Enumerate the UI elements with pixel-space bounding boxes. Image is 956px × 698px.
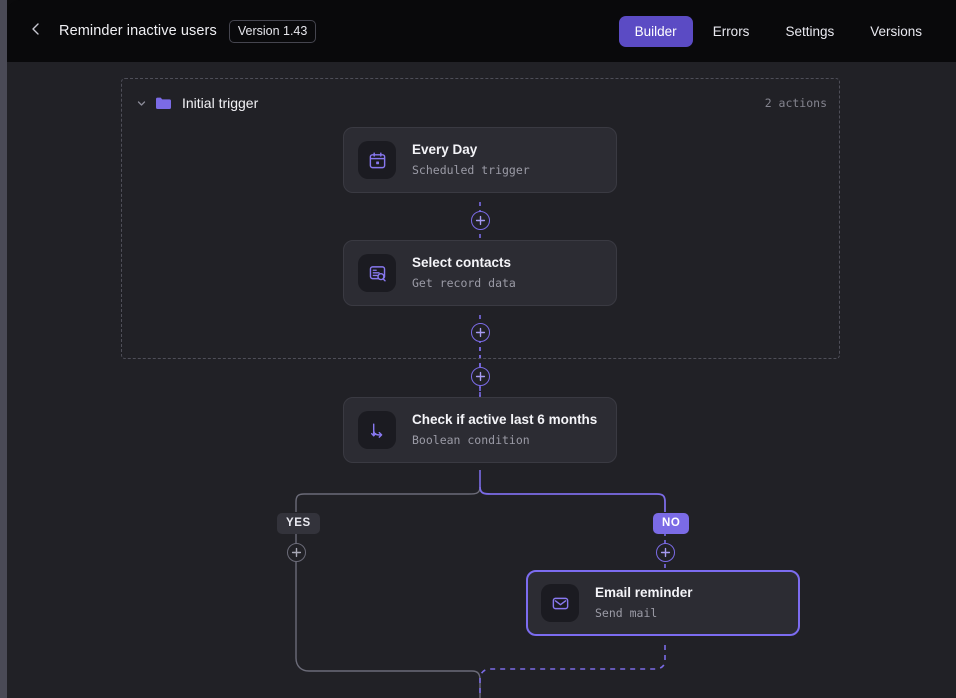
node-select-contacts[interactable]: Select contacts Get record data <box>343 240 617 306</box>
node-email-reminder[interactable]: Email reminder Send mail <box>526 570 800 636</box>
node-subtitle: Send mail <box>595 606 658 621</box>
node-subtitle: Boolean condition <box>412 433 530 448</box>
group-frame-initial-trigger[interactable] <box>121 78 840 359</box>
envelope-icon <box>541 584 579 622</box>
add-step-after-select-contacts[interactable] <box>471 323 490 342</box>
tab-versions[interactable]: Versions <box>870 23 922 39</box>
node-every-day[interactable]: Every Day Scheduled trigger <box>343 127 617 193</box>
group-action-count: 2 actions <box>764 96 827 110</box>
group-name: Initial trigger <box>182 95 259 111</box>
node-title: Email reminder <box>595 585 693 601</box>
add-step-below-group[interactable] <box>471 367 490 386</box>
node-text: Every Day Scheduled trigger <box>412 142 530 177</box>
chevron-down-icon[interactable] <box>135 97 147 109</box>
branch-badge-yes[interactable]: YES <box>277 513 320 534</box>
flow-canvas[interactable]: Initial trigger 2 actions Every Day Sche… <box>7 62 956 698</box>
page-title: Reminder inactive users <box>59 23 217 39</box>
node-title: Select contacts <box>412 255 512 271</box>
page-scrollbar-thumb[interactable] <box>0 0 7 698</box>
node-title: Every Day <box>412 142 478 158</box>
branch-split-icon <box>358 411 396 449</box>
node-subtitle: Scheduled trigger <box>412 163 530 178</box>
app-header: Reminder inactive users Version 1.43 Bui… <box>7 0 956 62</box>
tab-builder[interactable]: Builder <box>618 15 693 47</box>
node-text: Email reminder Send mail <box>595 585 693 620</box>
add-step-branch-yes[interactable] <box>287 543 306 562</box>
back-button[interactable] <box>23 18 49 44</box>
chevron-left-icon <box>28 21 44 42</box>
branch-badge-no[interactable]: NO <box>653 513 690 534</box>
folder-icon[interactable] <box>155 96 172 110</box>
record-search-icon <box>358 254 396 292</box>
node-check-active[interactable]: Check if active last 6 months Boolean co… <box>343 397 617 463</box>
tab-errors[interactable]: Errors <box>712 23 750 39</box>
tab-settings[interactable]: Settings <box>785 23 835 39</box>
add-step-after-every-day[interactable] <box>471 211 490 230</box>
node-subtitle: Get record data <box>412 276 516 291</box>
node-text: Check if active last 6 months Boolean co… <box>412 412 597 447</box>
add-step-branch-no[interactable] <box>656 543 675 562</box>
group-header: Initial trigger 2 actions <box>135 90 827 116</box>
node-text: Select contacts Get record data <box>412 255 516 290</box>
page-scrollbar[interactable] <box>0 0 7 698</box>
header-nav: Builder Errors Settings Versions <box>618 15 938 47</box>
node-title: Check if active last 6 months <box>412 412 598 428</box>
version-chip[interactable]: Version 1.43 <box>228 19 317 43</box>
calendar-icon <box>358 141 396 179</box>
